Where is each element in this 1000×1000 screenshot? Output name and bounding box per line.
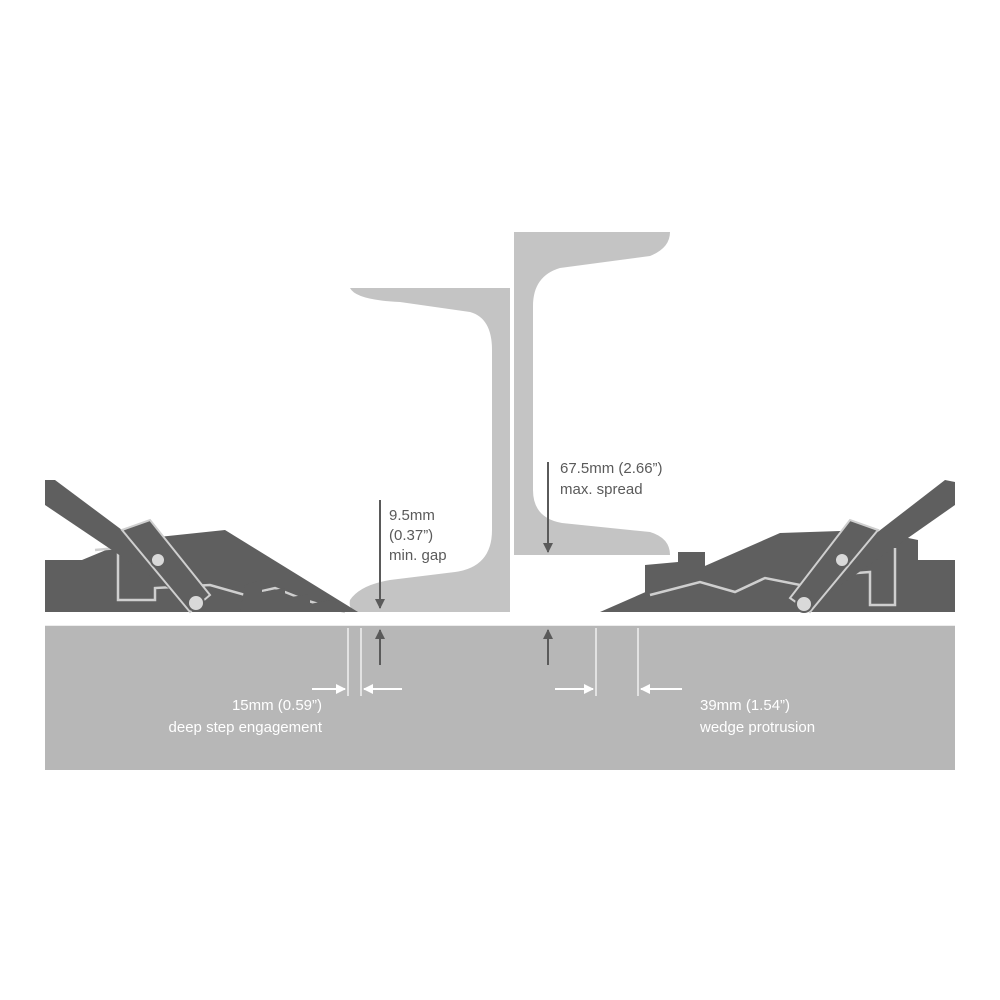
left-wedge [45, 480, 358, 614]
deep-step-value: 15mm (0.59”) [232, 697, 322, 714]
min-gap-value: 9.5mm [389, 507, 435, 524]
deep-step-dimension: 15mm (0.59”) deep step engagement [169, 628, 402, 736]
wedge-protrusion-caption: wedge protrusion [699, 719, 815, 736]
min-gap-dimension: 9.5mm (0.37”) min. gap [375, 500, 447, 665]
right-wedge [600, 480, 955, 614]
min-gap-imperial: (0.37”) [389, 527, 433, 544]
wedge-protrusion-value: 39mm (1.54”) [700, 697, 790, 714]
max-spread-value: 67.5mm (2.66”) [560, 460, 663, 477]
max-spread-dimension: 67.5mm (2.66”) max. spread [543, 460, 663, 665]
wedge-protrusion-dimension: 39mm (1.54”) wedge protrusion [555, 628, 815, 736]
right-flange [514, 232, 670, 555]
left-flange [349, 288, 510, 612]
max-spread-caption: max. spread [560, 481, 643, 498]
min-gap-caption: min. gap [389, 547, 447, 564]
base-surface [45, 625, 955, 770]
deep-step-caption: deep step engagement [169, 719, 323, 736]
